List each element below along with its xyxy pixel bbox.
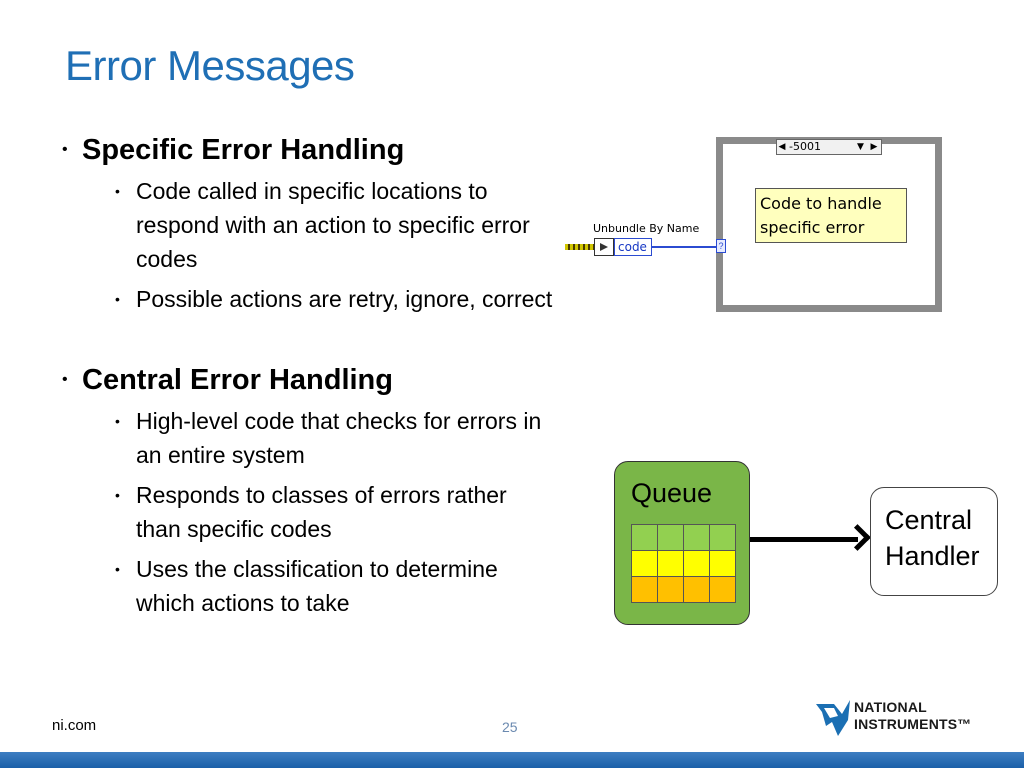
section-heading-specific: Specific Error Handling	[60, 132, 550, 168]
queue-label: Queue	[631, 478, 713, 508]
bullet-item: Uses the classification to determine whi…	[60, 552, 556, 620]
increment-arrow-icon: ▶	[870, 142, 878, 152]
unbundle-label: Unbundle By Name	[593, 222, 700, 235]
dropdown-arrow-icon: ▼	[857, 142, 864, 152]
decrement-arrow-icon: ◀	[778, 142, 786, 152]
queue-cell	[632, 577, 658, 603]
section-heading-central: Central Error Handling	[60, 362, 550, 398]
case-selector: ◀ -5001 ▼ ▶	[776, 139, 882, 155]
queue-cell	[684, 551, 710, 577]
slide-title: Error Messages	[65, 42, 355, 89]
bullet-item: High-level code that checks for errors i…	[60, 404, 556, 472]
queue-cell	[710, 525, 736, 551]
ni-logo: NATIONAL INSTRUMENTS™	[814, 698, 984, 742]
queue-arrow-line	[750, 537, 858, 542]
queue-cell	[632, 551, 658, 577]
code-note: Code to handle specific error	[755, 188, 907, 243]
queue-cell	[710, 577, 736, 603]
case-tunnel: ?	[716, 239, 726, 253]
central-handler-box: Central Handler	[870, 487, 998, 596]
bullet-list: Specific Error Handling Code called in s…	[60, 132, 552, 620]
footer-bar	[0, 752, 1024, 768]
bullet-item: Code called in specific locations to res…	[60, 174, 556, 276]
bullet-item: Responds to classes of errors rather tha…	[60, 478, 556, 546]
queue-cell	[684, 577, 710, 603]
case-selector-value: -5001	[789, 140, 821, 153]
queue-cell	[684, 525, 710, 551]
queue-cell	[658, 525, 684, 551]
queue-grid	[631, 524, 736, 603]
logo-line-instruments: INSTRUMENTS™	[854, 716, 972, 732]
ni-eagle-icon	[816, 700, 850, 736]
unbundle-node-icon	[594, 238, 614, 256]
queue-box: Queue	[614, 461, 750, 625]
page-number: 25	[502, 719, 518, 735]
queue-cell	[658, 551, 684, 577]
queue-cell	[632, 525, 658, 551]
footer-site: ni.com	[52, 717, 97, 734]
queue-cell	[658, 577, 684, 603]
bullet-item: Possible actions are retry, ignore, corr…	[60, 282, 556, 316]
code-wire	[652, 246, 717, 248]
code-terminal: code	[614, 238, 652, 256]
queue-cell	[710, 551, 736, 577]
error-cluster-wire	[565, 244, 595, 250]
arrow-right-icon	[844, 524, 871, 551]
logo-line-national: NATIONAL	[854, 699, 927, 715]
